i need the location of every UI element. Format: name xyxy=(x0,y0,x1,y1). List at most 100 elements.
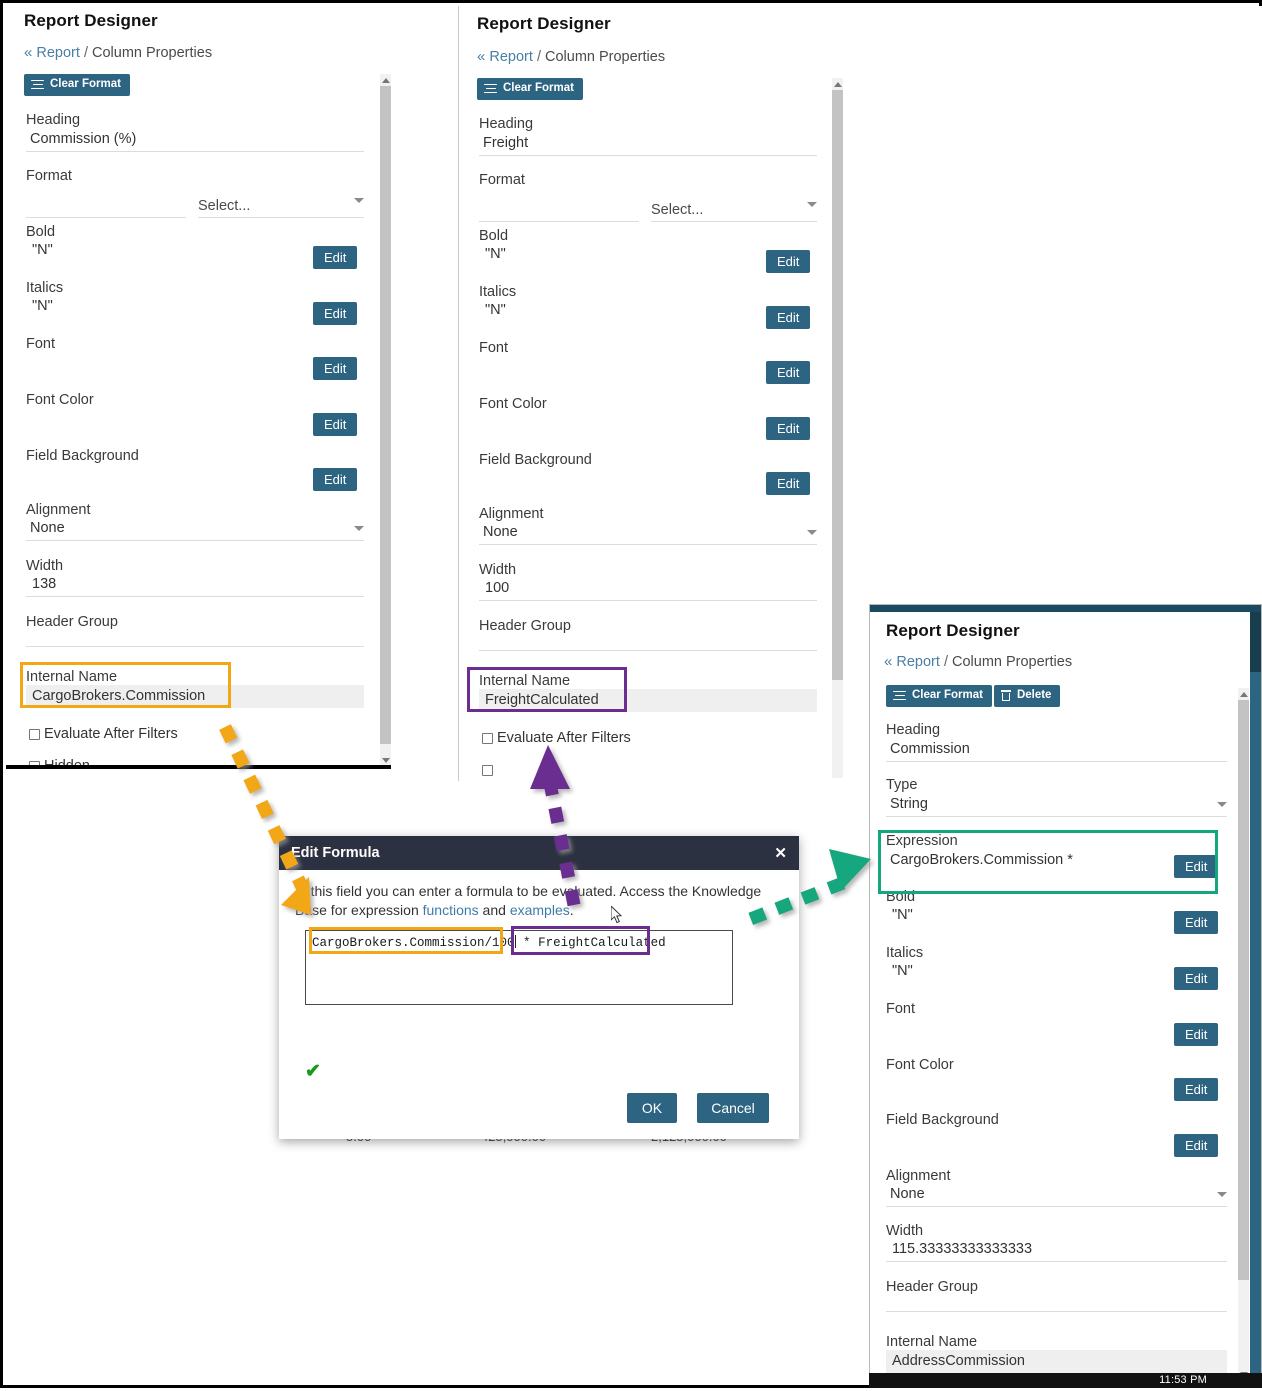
evaluate-after-filters-label: Evaluate After Filters xyxy=(497,730,631,746)
examples-link[interactable]: examples xyxy=(509,901,570,918)
format-select[interactable]: Select... xyxy=(651,202,817,222)
italics-edit-button[interactable]: Edit xyxy=(313,302,358,325)
hidden-checkbox[interactable] xyxy=(29,760,40,765)
alignment-select[interactable]: None xyxy=(886,1184,1227,1207)
clear-format-label: Clear Format xyxy=(50,78,121,90)
field-background-edit-button[interactable]: Edit xyxy=(766,472,811,495)
breadcrumb-report-link[interactable]: Report xyxy=(896,654,940,670)
alignment-field[interactable]: Alignment None xyxy=(26,502,364,541)
bold-edit-button[interactable]: Edit xyxy=(1174,911,1219,934)
bold-label: Bold xyxy=(26,224,56,240)
delete-label: Delete xyxy=(1016,689,1052,701)
delete-button[interactable]: Delete xyxy=(993,685,1061,707)
field-background-edit-button[interactable]: Edit xyxy=(1174,1134,1219,1157)
format-select[interactable]: Select... xyxy=(198,198,364,218)
header-group-field[interactable]: Header Group xyxy=(479,618,817,651)
alignment-field[interactable]: Alignment None xyxy=(886,1168,1227,1207)
clear-format-button[interactable]: Clear Format xyxy=(477,78,583,100)
scroll-up-arrow-icon[interactable] xyxy=(1238,688,1249,700)
format-input[interactable] xyxy=(26,198,186,218)
close-icon[interactable]: ✕ xyxy=(774,845,787,862)
back-chevron-icon[interactable]: « xyxy=(884,653,893,670)
heading-field[interactable]: Heading Commission xyxy=(886,722,1227,762)
header-group-value[interactable] xyxy=(886,1295,1227,1312)
chevron-down-icon xyxy=(807,202,817,207)
width-value[interactable]: 115.33333333333333 xyxy=(886,1239,1227,1262)
alignment-select[interactable]: None xyxy=(479,522,817,545)
font-edit-button[interactable]: Edit xyxy=(313,357,358,380)
evaluate-after-filters-checkbox[interactable] xyxy=(29,728,40,740)
font-color-label: Font Color xyxy=(26,392,94,408)
field-background-label: Field Background xyxy=(26,448,139,464)
scrollbar-thumb[interactable] xyxy=(380,86,391,744)
breadcrumb-report-link[interactable]: Report xyxy=(489,49,533,65)
width-value[interactable]: 100 xyxy=(479,578,817,601)
scroll-up-arrow-icon[interactable] xyxy=(380,74,391,86)
font-edit-button[interactable]: Edit xyxy=(766,361,811,384)
formula-textarea[interactable]: CargoBrokers.Commission/100 * FreightCal… xyxy=(305,930,733,1005)
width-value[interactable]: 138 xyxy=(26,574,364,597)
mouse-cursor-icon xyxy=(611,906,623,924)
alignment-field[interactable]: Alignment None xyxy=(479,506,817,545)
hidden-row[interactable] xyxy=(482,762,493,780)
breadcrumb-report-link[interactable]: Report xyxy=(36,45,80,61)
format-field[interactable]: Format Select... xyxy=(479,172,817,222)
type-field[interactable]: Type String xyxy=(886,777,1227,817)
bold-edit-button[interactable]: Edit xyxy=(313,246,358,269)
font-color-edit-button[interactable]: Edit xyxy=(1174,1078,1219,1101)
scroll-down-arrow-icon[interactable] xyxy=(380,754,391,765)
header-group-field[interactable]: Header Group xyxy=(886,1279,1227,1312)
cancel-button[interactable]: Cancel xyxy=(697,1093,769,1123)
width-label: Width xyxy=(479,562,517,578)
scrollbar-thumb[interactable] xyxy=(832,90,843,680)
field-background-edit-button[interactable]: Edit xyxy=(313,468,358,491)
header-group-value[interactable] xyxy=(479,634,817,651)
italics-edit-button[interactable]: Edit xyxy=(1174,967,1219,990)
evaluate-after-filters-row[interactable]: Evaluate After Filters xyxy=(29,726,178,742)
back-chevron-icon[interactable]: « xyxy=(24,44,33,61)
width-field[interactable]: Width 115.33333333333333 xyxy=(886,1223,1227,1262)
evaluate-after-filters-row[interactable]: Evaluate After Filters xyxy=(482,730,631,746)
heading-field[interactable]: Heading Freight xyxy=(479,116,817,156)
alignment-select[interactable]: None xyxy=(26,518,364,541)
header-group-value[interactable] xyxy=(26,630,364,647)
chevron-down-icon xyxy=(354,525,364,531)
right-panel-scrollbar[interactable] xyxy=(1238,688,1249,1380)
font-color-edit-button[interactable]: Edit xyxy=(766,417,811,440)
right-column-properties-panel: Report Designer « Report / Column Proper… xyxy=(869,604,1262,1388)
type-select[interactable]: String xyxy=(886,793,1227,817)
expression-edit-button[interactable]: Edit xyxy=(1174,855,1219,878)
heading-value[interactable]: Freight xyxy=(479,132,817,156)
functions-link[interactable]: functions xyxy=(422,901,479,918)
scrollbar-thumb[interactable] xyxy=(1238,700,1249,1280)
font-edit-button[interactable]: Edit xyxy=(1174,1023,1219,1046)
formula-part2: FreightCalculated xyxy=(538,936,666,950)
width-field[interactable]: Width 138 xyxy=(26,558,364,597)
back-chevron-icon[interactable]: « xyxy=(477,48,486,65)
heading-field[interactable]: Heading Commission (%) xyxy=(26,112,364,152)
format-input[interactable] xyxy=(479,202,639,222)
ok-button[interactable]: OK xyxy=(627,1093,677,1123)
heading-value[interactable]: Commission xyxy=(886,738,1227,762)
clear-format-button[interactable]: Clear Format xyxy=(886,685,992,707)
evaluate-after-filters-checkbox[interactable] xyxy=(482,732,493,744)
middle-panel-scrollbar[interactable] xyxy=(832,78,843,778)
left-panel-scrollbar[interactable] xyxy=(380,74,391,765)
help-text-part1: In this field you can enter a formula to… xyxy=(295,883,762,918)
header-group-field[interactable]: Header Group xyxy=(26,614,364,647)
italics-edit-button[interactable]: Edit xyxy=(766,306,811,329)
alignment-label: Alignment xyxy=(886,1168,951,1184)
clear-format-button[interactable]: Clear Format xyxy=(24,74,130,96)
heading-value[interactable]: Commission (%) xyxy=(26,128,364,152)
hidden-checkbox[interactable] xyxy=(482,765,493,776)
help-text-end: . xyxy=(569,901,574,918)
italics-value: "N" xyxy=(485,302,506,318)
bold-edit-button[interactable]: Edit xyxy=(766,250,811,273)
format-field[interactable]: Format Select... xyxy=(26,168,364,218)
scroll-up-arrow-icon[interactable] xyxy=(832,78,843,90)
hidden-row[interactable]: Hidden xyxy=(29,758,90,765)
width-field[interactable]: Width 100 xyxy=(479,562,817,601)
field-background-label: Field Background xyxy=(479,452,592,468)
internal-name-field: Internal Name AddressCommission xyxy=(886,1334,1227,1374)
font-color-edit-button[interactable]: Edit xyxy=(313,413,358,436)
